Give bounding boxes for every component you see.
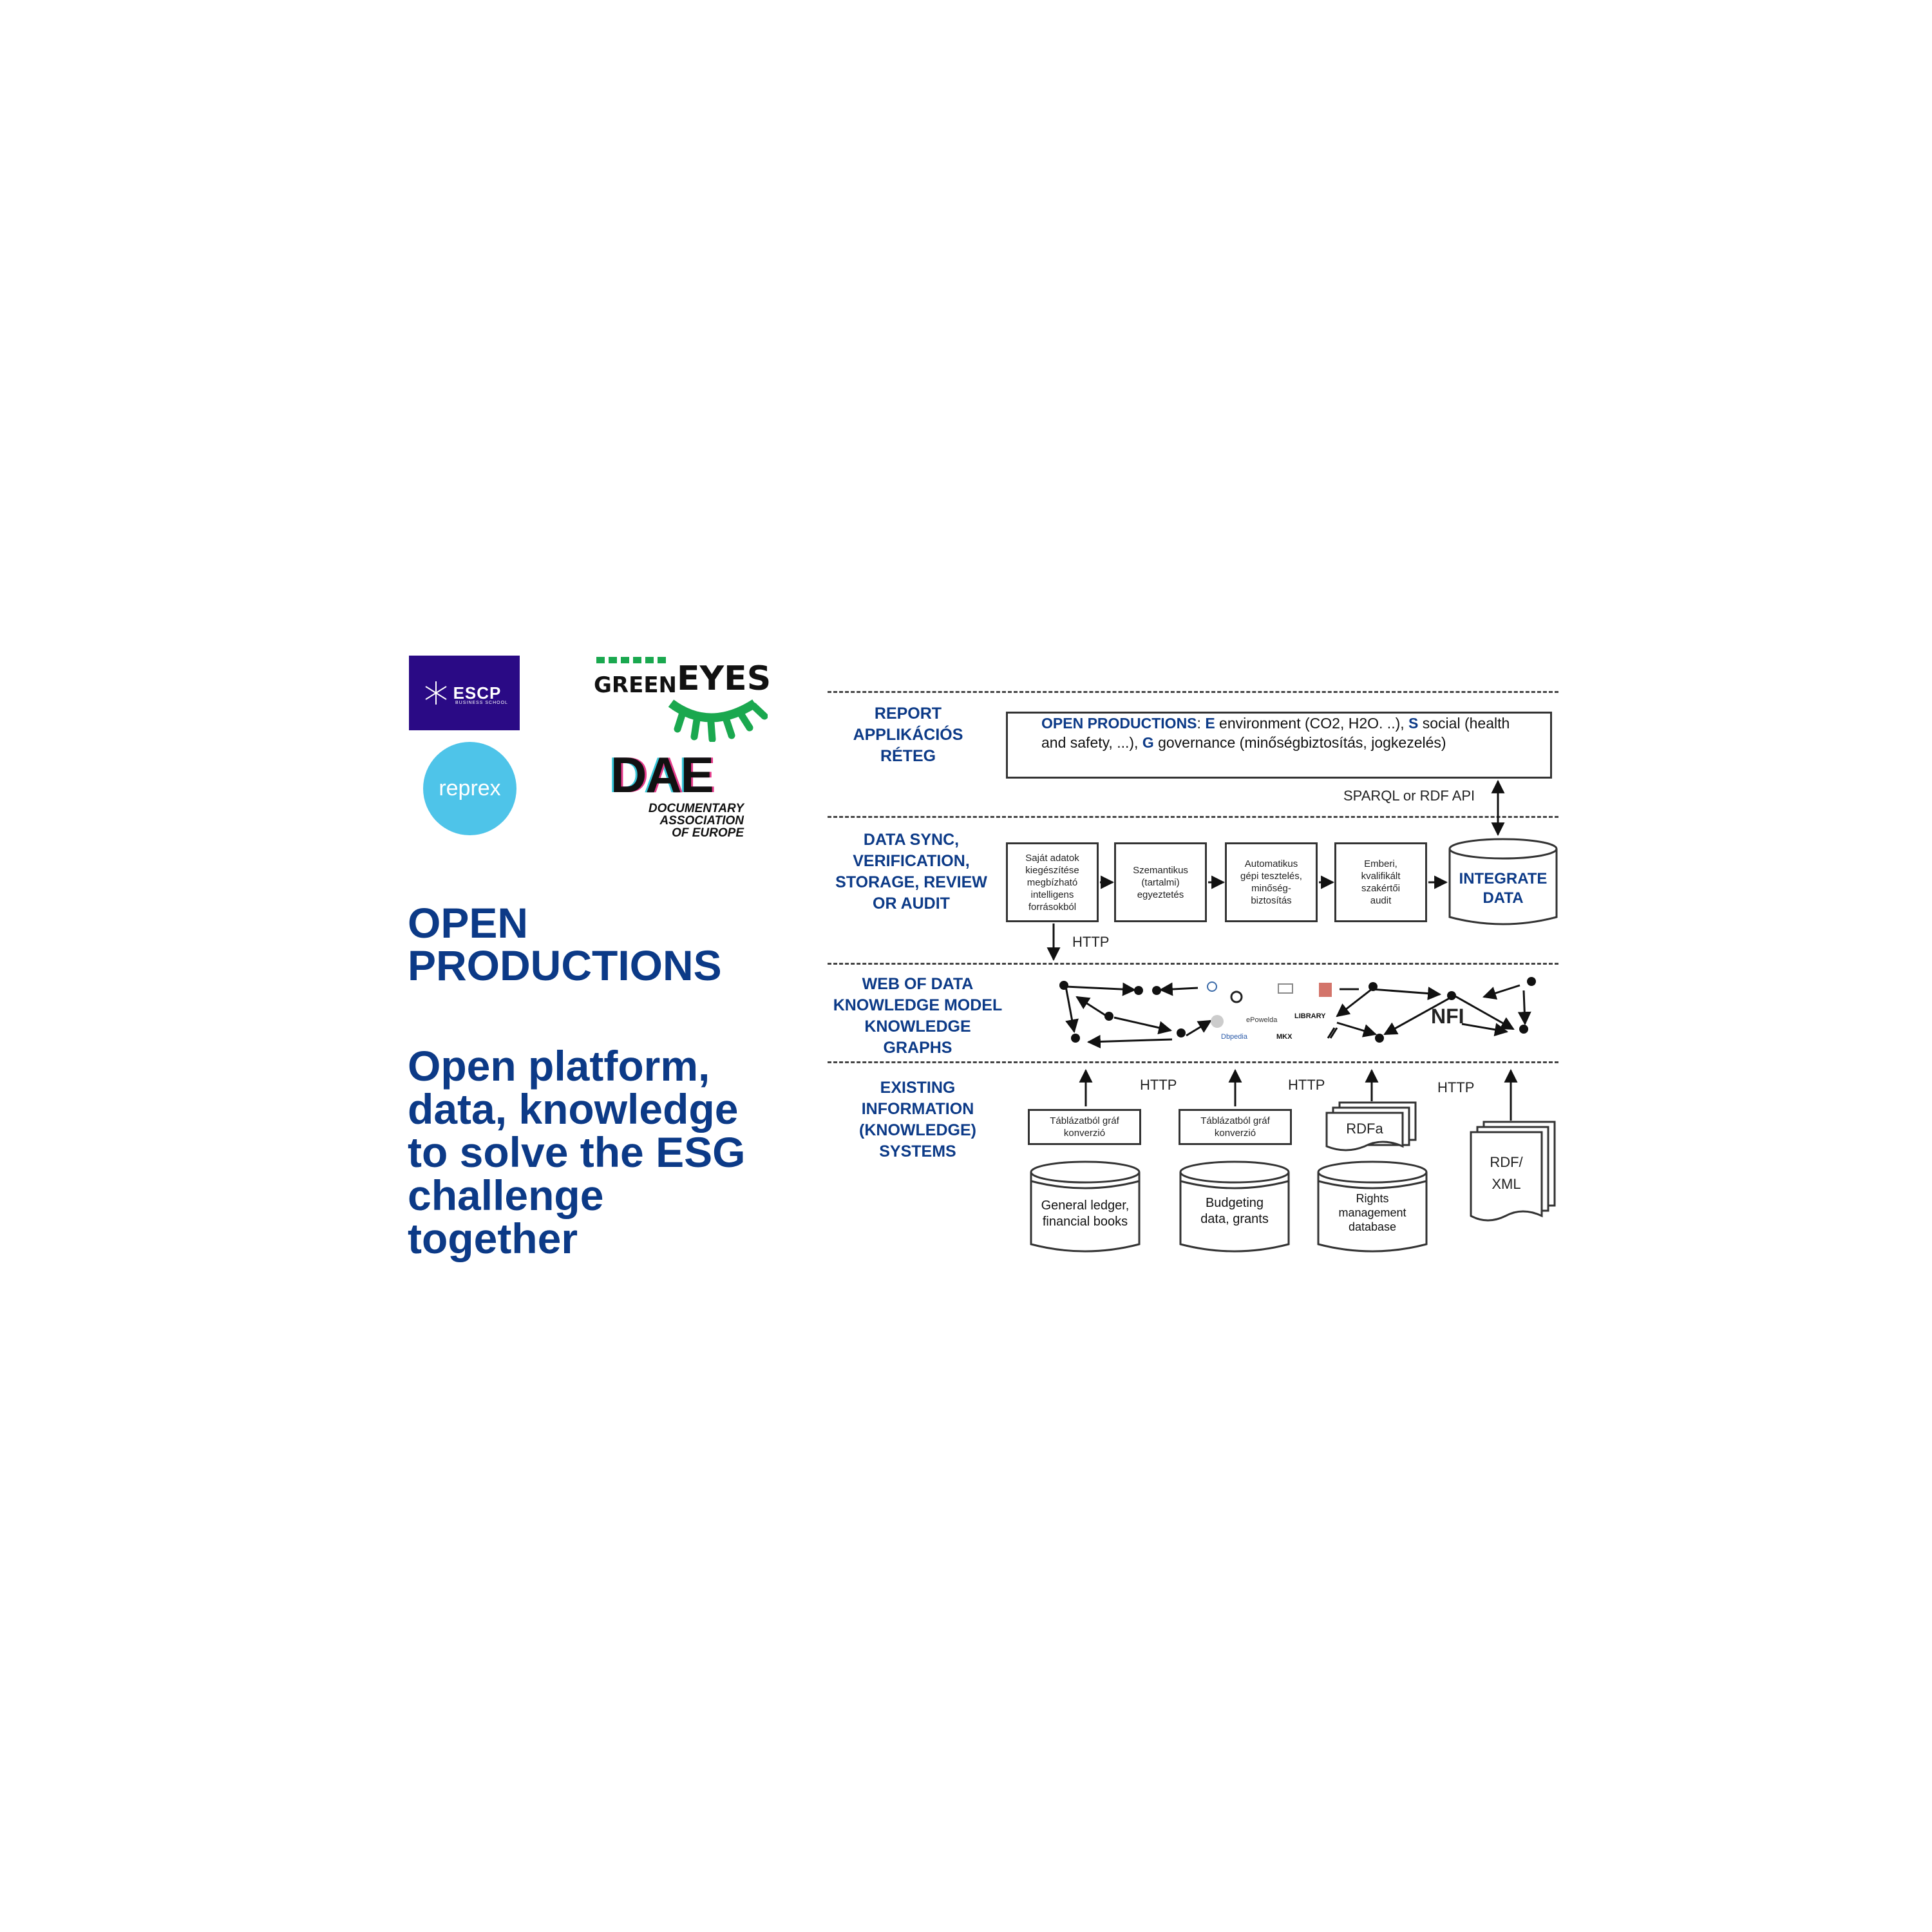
greeneyes-green-text: GREEN (594, 672, 677, 698)
document-stack-icon (1325, 1101, 1417, 1151)
reprex-name: reprex (439, 776, 501, 800)
layer-label-web: WEB OF DATA KNOWLEDGE MODEL KNOWLEDGE GR… (833, 975, 1003, 1057)
layer-label-existing: EXISTING INFORMATION (KNOWLEDGE) SYSTEMS (859, 1079, 976, 1160)
dae-subtitle: DOCUMENTARY ASSOCIATION OF EUROPE (648, 802, 744, 840)
kg-label-nfi: NFI (1431, 1005, 1464, 1028)
process-box-semantic: Szemantikus(tartalmi)egyeztetés (1114, 842, 1207, 922)
http-label-2: HTTP (1288, 1077, 1325, 1093)
document-stack-icon-2 (1470, 1121, 1556, 1222)
escp-sub: BUSINESS SCHOOL (455, 701, 508, 705)
source-icon-5 (1327, 1027, 1338, 1039)
rdfa-documents: RDFa (1324, 1101, 1421, 1153)
source-icon-4 (1319, 983, 1332, 997)
reprex-logo: reprex (423, 742, 516, 835)
dae-logo: DAE (611, 746, 714, 803)
source-icon-1 (1207, 981, 1217, 992)
greeneyes-eyes-text: EYES (677, 659, 772, 698)
kg-label-epowelda: ePowelda (1246, 1016, 1278, 1024)
separator-report (828, 816, 1558, 818)
kg-label-mkx: MKX (1276, 1033, 1293, 1041)
escp-star-icon (425, 681, 447, 705)
greeneyes-dashes (596, 657, 771, 663)
http-label-1: HTTP (1140, 1077, 1177, 1093)
cylinder-shape (1448, 838, 1558, 925)
layer-label-sync: DATA SYNC, VERIFICATION, STORAGE, REVIEW… (835, 831, 987, 913)
http-label-3: HTTP (1437, 1079, 1475, 1095)
kg-label-library: LIBRARY (1294, 1012, 1326, 1020)
wikipedia-icon (1211, 1015, 1224, 1028)
greeneyes-logo: GREEN EYES (594, 657, 772, 742)
source-icon-2 (1230, 990, 1243, 1003)
rdfxml-documents: RDF/ XML (1470, 1121, 1560, 1230)
database-icon (1179, 1160, 1290, 1253)
database-icon (1317, 1160, 1428, 1253)
kg-label-dbpedia: Dbpedia (1221, 1033, 1247, 1041)
separator-web (828, 1061, 1558, 1063)
escp-name: ESCP (453, 683, 502, 703)
eyelash-icon (668, 699, 768, 742)
separator-top (828, 691, 1558, 693)
page-subtitle: Open platform, data, knowledge to solve … (408, 1042, 746, 1262)
http-label-sync: HTTP (1072, 934, 1110, 950)
database-icon (1030, 1160, 1141, 1253)
api-label: SPARQL or RDF API (1343, 788, 1475, 804)
integrate-data-cylinder: INTEGRATE DATA (1448, 837, 1558, 929)
database-general-ledger: General ledger,financial books (1029, 1159, 1141, 1256)
source-icon-3 (1278, 983, 1293, 994)
escp-logo: ESCP BUSINESS SCHOOL (409, 656, 520, 730)
layer-label-report: REPORT APPLIKÁCIÓS RÉTEG (853, 705, 963, 765)
page-title: OPEN PRODUCTIONS (408, 899, 722, 989)
report-box: OPEN PRODUCTIONS: E environment (CO2, H2… (1006, 712, 1552, 779)
separator-sync (828, 963, 1558, 965)
